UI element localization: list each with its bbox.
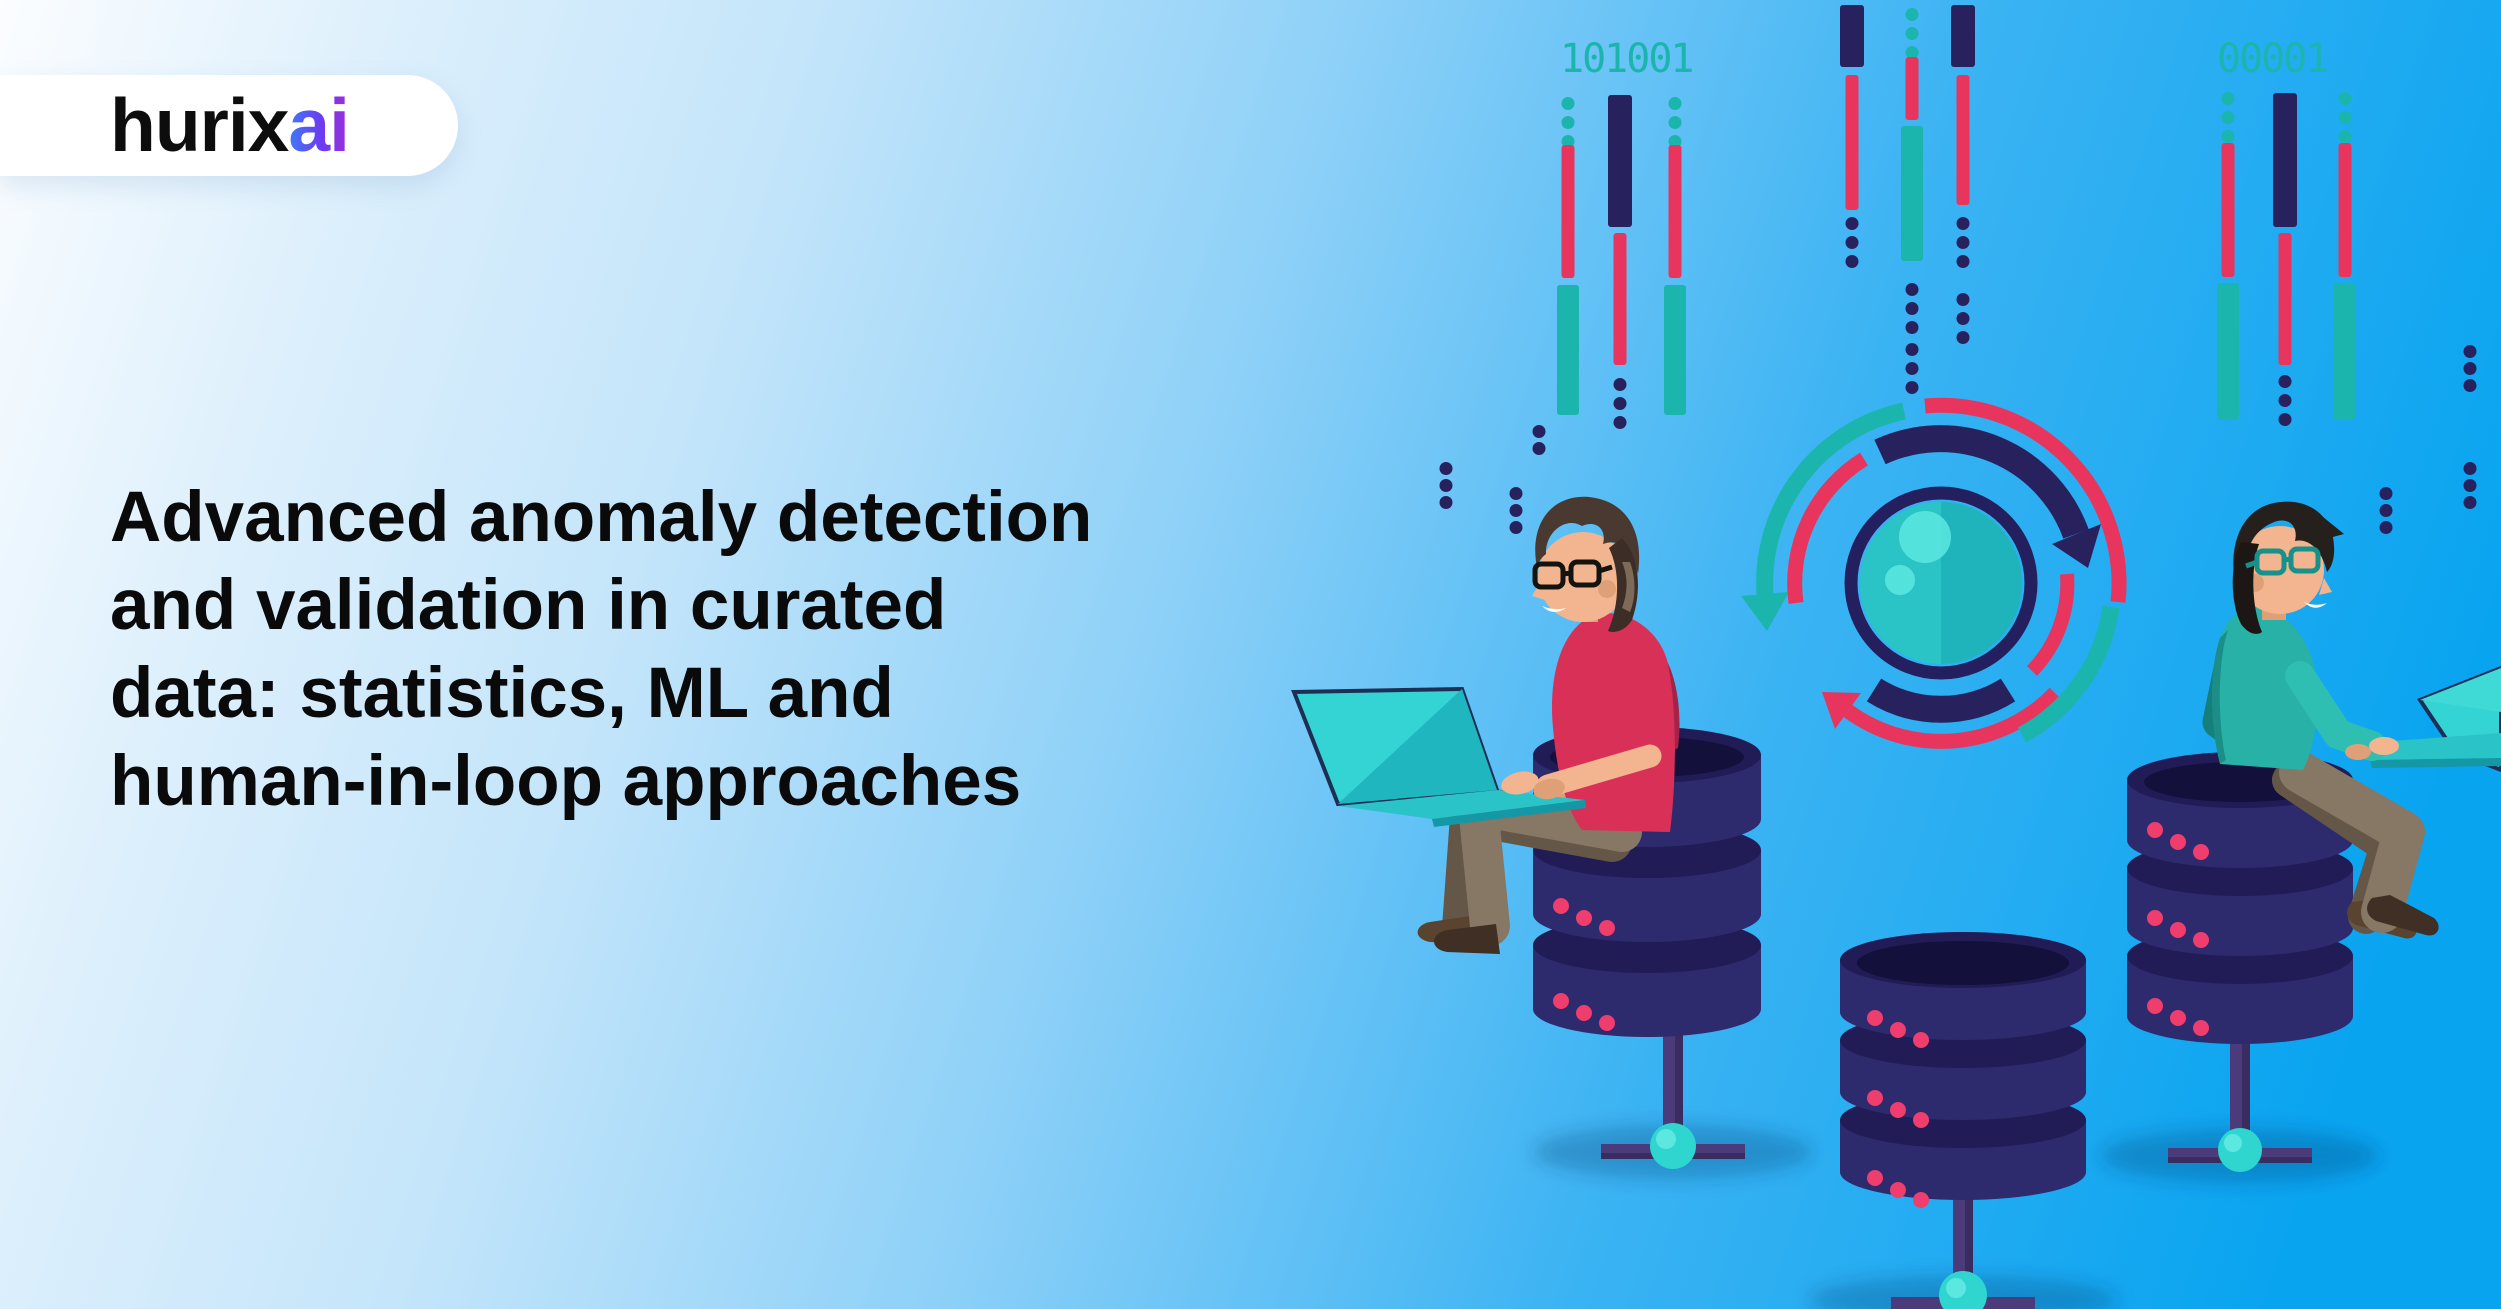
data-dot — [2338, 130, 2352, 143]
data-dot — [1668, 135, 1682, 148]
data-dot — [2278, 375, 2292, 388]
data-dot — [1439, 462, 1453, 475]
headline-line-1: Advanced anomaly detection — [110, 478, 1093, 557]
data-dot — [1509, 504, 1523, 517]
data-dot — [1905, 343, 1919, 356]
db-status-lights — [2147, 822, 2209, 1036]
data-dot — [2463, 496, 2477, 509]
data-dot — [2278, 394, 2292, 407]
data-dot — [1613, 416, 1627, 429]
data-bar — [1561, 145, 1575, 278]
headline-line-2: and validation in curated — [110, 566, 947, 645]
data-dot — [1905, 27, 1919, 40]
data-dot — [1509, 521, 1523, 534]
data-dot — [1668, 116, 1682, 129]
data-bar — [1668, 145, 1682, 278]
data-dot — [2463, 379, 2477, 392]
data-bar — [1613, 233, 1627, 365]
data-dot — [1956, 217, 1970, 230]
data-dot — [1561, 135, 1575, 148]
data-dot — [2379, 487, 2393, 500]
data-bar — [1905, 57, 1919, 120]
data-bar — [1840, 5, 1864, 67]
sync-arrows-icon — [1741, 397, 2127, 749]
data-dot — [2463, 362, 2477, 375]
data-dot — [1905, 321, 1919, 334]
data-dot — [1532, 425, 1546, 438]
binary-code-left: 101001 — [1560, 36, 1694, 82]
data-bar — [2217, 283, 2239, 420]
data-dot — [1905, 381, 1919, 394]
data-bar — [2334, 283, 2356, 420]
data-bar — [1664, 285, 1686, 415]
data-dot — [1956, 255, 1970, 268]
db-status-lights — [1867, 1010, 1929, 1208]
data-dot — [1905, 362, 1919, 375]
data-dot — [1905, 8, 1919, 21]
data-dot — [2278, 413, 2292, 426]
data-dot — [2338, 111, 2352, 124]
data-bar — [2221, 143, 2235, 277]
right-person-glasses-icon — [2245, 546, 2321, 576]
data-dot — [2463, 479, 2477, 492]
data-dot — [2379, 521, 2393, 534]
data-bar — [1901, 126, 1923, 261]
data-dot — [1509, 487, 1523, 500]
data-dot — [2338, 92, 2352, 105]
data-dot — [2221, 111, 2235, 124]
data-dot — [1845, 217, 1859, 230]
data-dot — [1905, 302, 1919, 315]
data-dot — [1532, 442, 1546, 455]
data-dot — [1613, 378, 1627, 391]
data-dot — [1613, 397, 1627, 410]
data-dot — [2221, 92, 2235, 105]
data-dot — [1905, 283, 1919, 296]
logo-brand-text: hurix — [110, 83, 289, 167]
right-person — [2202, 501, 2501, 939]
data-dot — [1905, 46, 1919, 59]
data-dot — [1845, 236, 1859, 249]
data-bar — [2273, 93, 2297, 227]
left-person-glasses-icon — [1532, 559, 1613, 590]
middle-database-icon — [1840, 932, 2086, 1309]
data-dot — [1956, 236, 1970, 249]
data-dot — [1439, 479, 1453, 492]
binary-code-right: 00001 — [2217, 36, 2329, 82]
data-bar — [1951, 5, 1975, 67]
data-bar — [1608, 95, 1632, 227]
data-bar — [1845, 75, 1859, 210]
data-bar — [2338, 143, 2352, 277]
data-dot — [2221, 130, 2235, 143]
data-dot — [1956, 312, 1970, 325]
data-bar — [1956, 75, 1970, 205]
data-dot — [2463, 345, 2477, 358]
data-dot — [1668, 97, 1682, 110]
data-dot — [1561, 97, 1575, 110]
left-laptop-icon — [1291, 686, 1586, 827]
data-dot — [2463, 462, 2477, 475]
data-dot — [1845, 255, 1859, 268]
headline-line-4: human-in-loop approaches — [110, 742, 1022, 821]
data-dot — [1956, 293, 1970, 306]
data-dot — [1561, 116, 1575, 129]
data-dot — [1956, 331, 1970, 344]
data-dot — [2379, 504, 2393, 517]
logo-ai-text: ai — [288, 83, 350, 167]
data-bar — [1557, 285, 1579, 415]
right-database-icon — [2127, 752, 2353, 1172]
data-bar — [2278, 233, 2292, 365]
headline: Advanced anomaly detection and validatio… — [110, 474, 1092, 826]
headline-line-3: data: statistics, ML and — [110, 654, 894, 733]
data-dot — [1439, 496, 1453, 509]
left-person — [1291, 496, 1680, 954]
